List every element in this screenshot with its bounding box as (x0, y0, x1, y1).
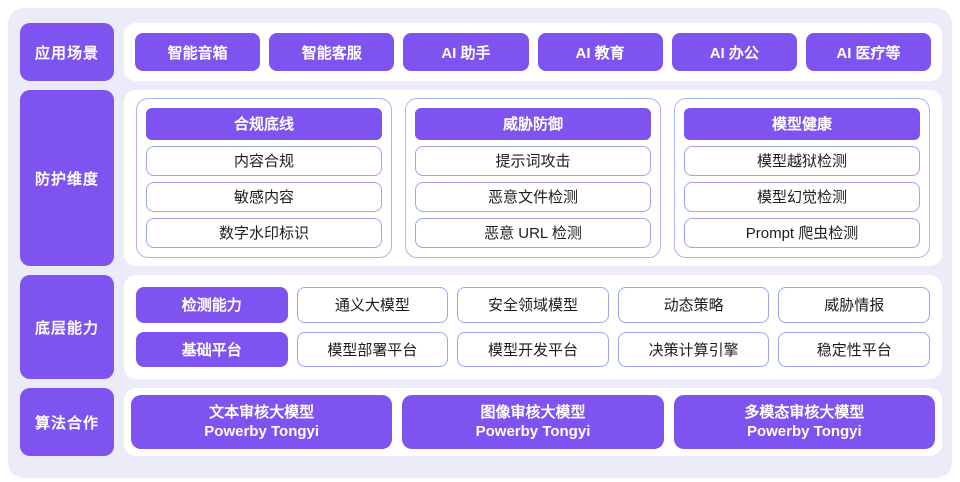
capability-model-deployment-platform: 模型部署平台 (296, 331, 449, 367)
algorithm-text-moderation-model: 文本审核大模型 Powerby Tongyi (131, 395, 393, 449)
capabilities-row: 检测能力 通义大模型 安全领域模型 动态策略 威胁情报 基础平台 模型部署平台 … (124, 275, 942, 379)
protection-item-hallucination-detection: 模型幻觉检测 (684, 181, 920, 212)
protection-item-malicious-url: 恶意 URL 检测 (415, 217, 651, 248)
scenario-ai-office: AI 办公 (671, 33, 797, 71)
scenarios-row: 智能音箱 智能客服 AI 助手 AI 教育 AI 办公 AI 医疗等 (124, 23, 942, 81)
capability-dynamic-policy: 动态策略 (617, 287, 770, 323)
row-label-scenarios: 应用场景 (20, 23, 114, 81)
capability-stability-platform: 稳定性平台 (778, 331, 930, 367)
scenario-smart-speaker: 智能音箱 (135, 33, 261, 71)
group-header-model-health: 模型健康 (684, 108, 920, 140)
protection-group-threat-defense: 威胁防御 提示词攻击 恶意文件检测 恶意 URL 检测 (405, 98, 661, 258)
algorithms-row: 文本审核大模型 Powerby Tongyi 图像审核大模型 Powerby T… (124, 388, 942, 456)
algorithm-title: 多模态审核大模型 (744, 403, 865, 421)
algorithm-subtitle: Powerby Tongyi (746, 423, 862, 440)
scenario-ai-education: AI 教育 (537, 33, 663, 71)
algorithm-image-moderation-model: 图像审核大模型 Powerby Tongyi (402, 395, 664, 449)
capability-tongyi-llm: 通义大模型 (296, 287, 449, 323)
capability-model-development-platform: 模型开发平台 (457, 331, 609, 367)
row-label-algorithms: 算法合作 (20, 388, 114, 456)
protection-group-model-health: 模型健康 模型越狱检测 模型幻觉检测 Prompt 爬虫检测 (674, 98, 930, 258)
algorithm-subtitle: Powerby Tongyi (475, 423, 591, 440)
group-header-compliance: 合规底线 (146, 108, 382, 140)
capability-tag-base-platform: 基础平台 (136, 331, 288, 367)
protection-item-content-compliance: 内容合规 (146, 145, 382, 176)
protection-item-prompt-attack: 提示词攻击 (415, 145, 651, 176)
protection-item-prompt-crawler-detection: Prompt 爬虫检测 (684, 217, 920, 248)
row-label-capabilities: 底层能力 (20, 275, 114, 379)
scenario-ai-medical: AI 医疗等 (805, 33, 932, 71)
row-label-protection: 防护维度 (20, 90, 114, 266)
protection-row: 合规底线 内容合规 敏感内容 数字水印标识 威胁防御 提示词攻击 恶意文件检测 … (124, 90, 942, 266)
scenario-ai-assistant: AI 助手 (403, 33, 529, 71)
capability-threat-intelligence: 威胁情报 (778, 287, 930, 323)
protection-item-digital-watermark: 数字水印标识 (146, 217, 382, 248)
capability-security-domain-model: 安全领域模型 (457, 287, 609, 323)
capability-decision-compute-engine: 决策计算引擎 (617, 331, 770, 367)
capability-tag-detection: 检测能力 (136, 287, 288, 323)
protection-item-malicious-file: 恶意文件检测 (415, 181, 651, 212)
algorithm-subtitle: Powerby Tongyi (204, 423, 320, 440)
algorithm-title: 图像审核大模型 (480, 403, 586, 421)
algorithm-title: 文本审核大模型 (209, 403, 315, 421)
protection-item-jailbreak-detection: 模型越狱检测 (684, 145, 920, 176)
architecture-panel: 应用场景 智能音箱 智能客服 AI 助手 AI 教育 AI 办公 AI 医疗等 … (8, 8, 952, 478)
protection-group-compliance: 合规底线 内容合规 敏感内容 数字水印标识 (136, 98, 392, 258)
group-header-threat-defense: 威胁防御 (415, 108, 651, 140)
algorithm-multimodal-moderation-model: 多模态审核大模型 Powerby Tongyi (673, 395, 935, 449)
scenario-smart-customer-service: 智能客服 (269, 33, 395, 71)
protection-item-sensitive-content: 敏感内容 (146, 181, 382, 212)
